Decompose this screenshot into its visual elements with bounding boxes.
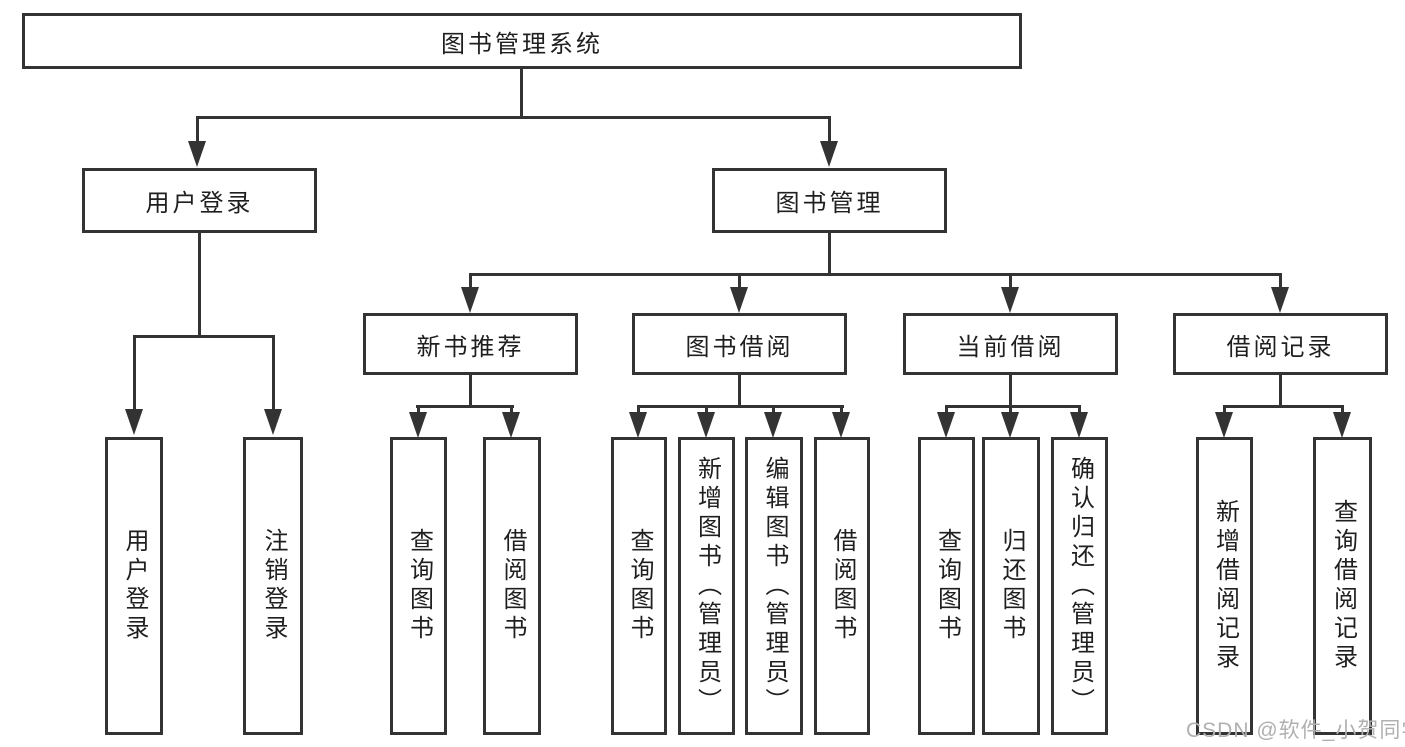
node-book-borrowing: 图书借阅	[632, 313, 847, 375]
connector-line	[1279, 275, 1282, 289]
connector-line	[1279, 375, 1282, 408]
connector-line	[1009, 407, 1012, 414]
connector-line	[738, 275, 741, 289]
arrowhead-down-icon	[629, 412, 647, 438]
connector-line	[945, 407, 948, 414]
arrowhead-down-icon	[1001, 287, 1019, 313]
leaf-return-books: 归还图书	[982, 437, 1040, 735]
connector-line	[828, 233, 831, 276]
connector-line	[738, 375, 741, 408]
connector-line	[196, 118, 199, 144]
arrowhead-down-icon	[1271, 287, 1289, 313]
leaf-query-borrow-record: 查询借阅记录	[1313, 437, 1372, 735]
connector-line	[469, 375, 472, 408]
connector-line	[705, 407, 708, 414]
connector-line	[469, 273, 1282, 276]
arrowhead-down-icon	[697, 412, 715, 438]
arrowhead-down-icon	[1070, 412, 1088, 438]
arrowhead-down-icon	[1333, 412, 1351, 438]
connector-line	[416, 405, 514, 408]
node-book-management: 图书管理	[712, 168, 947, 233]
connector-line	[1341, 407, 1344, 414]
leaf-confirm-return-admin: 确认归还（管理员）	[1051, 437, 1108, 735]
arrowhead-down-icon	[461, 287, 479, 313]
connector-line	[828, 118, 831, 144]
connector-line	[945, 405, 1081, 408]
arrowhead-down-icon	[764, 412, 782, 438]
node-new-book-recommendation: 新书推荐	[363, 313, 578, 375]
leaf-query-books: 查询图书	[918, 437, 975, 735]
leaf-user-login: 用户登录	[105, 437, 163, 735]
node-library-management-system: 图书管理系统	[22, 13, 1022, 69]
leaf-borrow-books: 借阅图书	[483, 437, 541, 735]
connector-line	[1009, 375, 1012, 408]
arrowhead-down-icon	[264, 409, 282, 435]
connector-line	[469, 275, 472, 289]
connector-line	[637, 407, 640, 414]
arrowhead-down-icon	[1215, 412, 1233, 438]
leaf-logout: 注销登录	[243, 437, 303, 735]
connector-line	[272, 337, 275, 411]
node-current-borrowing: 当前借阅	[903, 313, 1118, 375]
connector-line	[840, 407, 843, 414]
connector-line	[198, 233, 201, 337]
connector-line	[196, 116, 831, 119]
connector-line	[133, 335, 275, 338]
arrowhead-down-icon	[125, 409, 143, 435]
arrowhead-down-icon	[820, 141, 838, 167]
connector-line	[520, 69, 523, 119]
arrowhead-down-icon	[409, 412, 427, 438]
node-user-login: 用户登录	[82, 168, 317, 233]
connector-line	[133, 337, 136, 411]
arrowhead-down-icon	[188, 141, 206, 167]
leaf-add-borrow-record: 新增借阅记录	[1196, 437, 1253, 735]
leaf-query-books: 查询图书	[390, 437, 447, 735]
arrowhead-down-icon	[832, 412, 850, 438]
connector-line	[1223, 407, 1226, 414]
leaf-edit-book-admin: 编辑图书（管理员）	[745, 437, 803, 735]
arrowhead-down-icon	[1001, 412, 1019, 438]
connector-line	[1009, 275, 1012, 289]
arrowhead-down-icon	[730, 287, 748, 313]
csdn-watermark: CSDN @软件_小贺同学	[1186, 719, 1405, 742]
connector-line	[1223, 405, 1344, 408]
connector-line	[637, 405, 844, 408]
connector-line	[510, 407, 513, 414]
node-borrowing-records: 借阅记录	[1173, 313, 1388, 375]
arrowhead-down-icon	[502, 412, 520, 438]
leaf-query-books: 查询图书	[611, 437, 667, 735]
connector-line	[1078, 407, 1081, 414]
arrowhead-down-icon	[937, 412, 955, 438]
leaf-add-book-admin: 新增图书（管理员）	[678, 437, 735, 735]
leaf-borrow-books: 借阅图书	[814, 437, 870, 735]
connector-line	[417, 407, 420, 414]
connector-line	[772, 407, 775, 414]
